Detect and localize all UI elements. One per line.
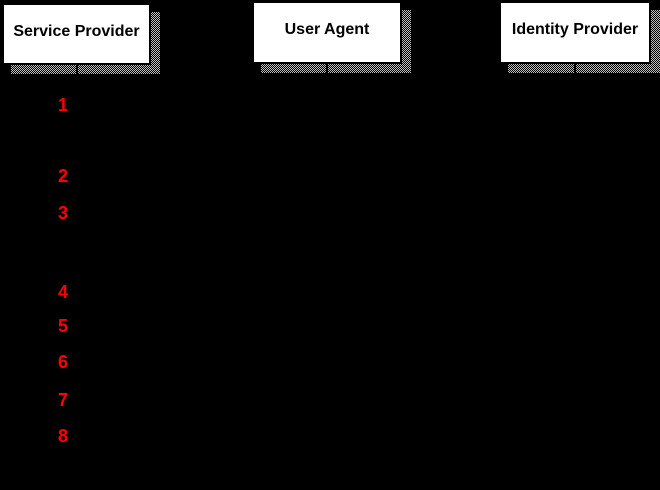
actor-label-identity-provider: Identity Provider	[511, 21, 639, 38]
step-number-7: 7	[57, 390, 68, 410]
step-number-2: 2	[57, 166, 68, 186]
step-number-3: 3	[57, 203, 68, 223]
step-number-5: 5	[57, 316, 68, 336]
actor-box-identity-provider: Identity Provider	[499, 1, 651, 64]
actor-label-user-agent: User Agent	[284, 21, 370, 38]
step-number-8: 8	[57, 426, 68, 446]
actor-box-service-provider: Service Provider	[2, 3, 151, 65]
step-number-1: 1	[57, 95, 68, 115]
lifeline-service-provider	[76, 63, 78, 473]
actor-box-user-agent: User Agent	[252, 1, 402, 64]
lifeline-identity-provider	[574, 63, 576, 473]
step-number-6: 6	[57, 352, 68, 372]
actor-label-service-provider: Service Provider	[13, 22, 140, 40]
lifeline-user-agent	[326, 63, 328, 473]
step-number-4: 4	[57, 282, 68, 302]
